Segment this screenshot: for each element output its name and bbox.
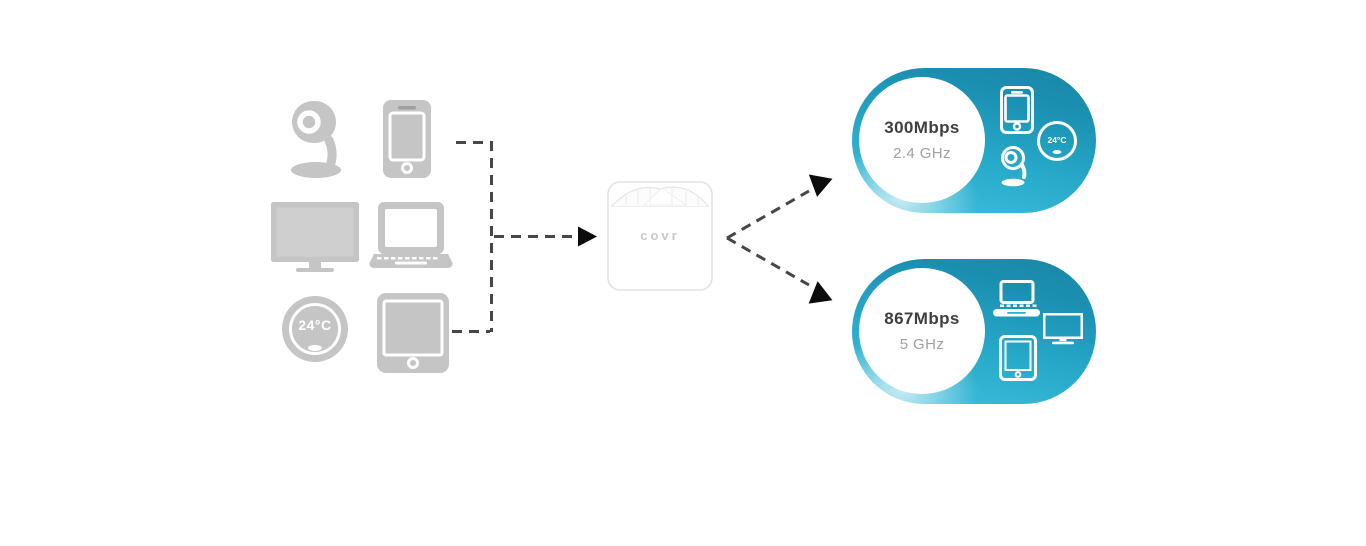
monitor-icon bbox=[1043, 313, 1083, 345]
thermostat-temperature: 24°C bbox=[298, 317, 332, 333]
camera-icon bbox=[1001, 146, 1037, 187]
router-logo: covr bbox=[640, 228, 680, 243]
laptop-icon bbox=[993, 280, 1041, 318]
thermostat-dial-dot bbox=[308, 345, 322, 351]
connector-router-to-band5 bbox=[726, 236, 810, 287]
router-illustration bbox=[607, 181, 713, 291]
tv-icon bbox=[271, 202, 359, 272]
laptop-icon bbox=[369, 202, 453, 268]
band-2-4ghz-disc: 300Mbps 2.4 GHz bbox=[859, 77, 985, 203]
thermostat-ring bbox=[289, 303, 341, 355]
band-2-4ghz-frequency: 2.4 GHz bbox=[893, 145, 951, 162]
band-5ghz-speed: 867Mbps bbox=[884, 309, 960, 328]
thermostat-dial-dot bbox=[1052, 150, 1062, 154]
band-2-4ghz-speed: 300Mbps bbox=[884, 118, 960, 137]
thermostat-icon: 24°C bbox=[282, 296, 348, 362]
band-5ghz-pill: 867Mbps 5 GHz bbox=[852, 259, 1096, 404]
tablet-icon bbox=[377, 293, 449, 373]
arrowhead-band5 bbox=[808, 281, 833, 304]
covr-router: covr bbox=[606, 174, 714, 292]
smartphone-icon bbox=[383, 100, 431, 178]
thermostat-temperature: 24°C bbox=[1047, 135, 1067, 145]
thermostat-icon: 24°C bbox=[1037, 121, 1077, 161]
arrowhead-band24 bbox=[808, 174, 833, 197]
camera-icon bbox=[291, 99, 345, 179]
arrowhead-into-router bbox=[578, 226, 597, 247]
band-5ghz-disc: 867Mbps 5 GHz bbox=[859, 268, 985, 394]
smartphone-icon bbox=[1000, 86, 1034, 134]
band-5ghz-frequency: 5 GHz bbox=[899, 336, 945, 353]
tablet-icon bbox=[999, 335, 1037, 381]
band-2-4ghz-pill: 300Mbps 2.4 GHz 24°C bbox=[852, 68, 1096, 213]
connector-router-to-band24 bbox=[726, 189, 810, 240]
